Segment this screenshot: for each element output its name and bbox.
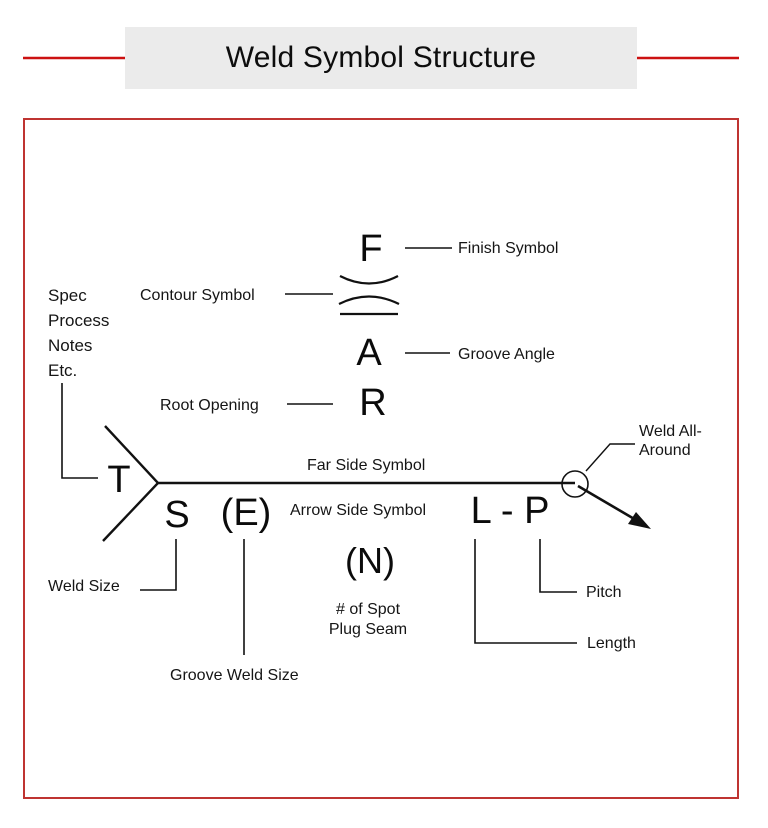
- letter-groove-angle: A: [356, 332, 382, 374]
- label-spot-plug-seam: # of Spot Plug Seam: [328, 601, 408, 638]
- label-arrow-side-symbol: Arrow Side Symbol: [290, 502, 427, 519]
- label-finish-symbol: Finish Symbol: [458, 240, 559, 257]
- label-groove-angle: Groove Angle: [458, 346, 555, 363]
- letter-finish: F: [359, 228, 383, 270]
- letter-tail: T: [107, 459, 131, 501]
- label-weld-all-around: Weld All- Around: [639, 423, 702, 459]
- label-far-side-symbol: Far Side Symbol: [307, 457, 426, 474]
- label-length: Length: [587, 635, 636, 652]
- label-contour-symbol: Contour Symbol: [140, 287, 255, 304]
- label-spec-notes: Spec Process Notes Etc.: [48, 286, 110, 380]
- label-groove-weld-size: Groove Weld Size: [170, 667, 299, 684]
- page-title: Weld Symbol Structure: [125, 27, 637, 89]
- letter-root-opening: R: [359, 382, 387, 424]
- letter-weld-size: S: [164, 494, 190, 536]
- letter-count: (N): [345, 540, 395, 581]
- letter-groove-weld-size: (E): [220, 492, 272, 534]
- label-root-opening: Root Opening: [160, 397, 259, 414]
- letters-length-pitch: L - P: [470, 490, 550, 532]
- label-pitch: Pitch: [586, 584, 622, 601]
- label-weld-size: Weld Size: [48, 578, 120, 595]
